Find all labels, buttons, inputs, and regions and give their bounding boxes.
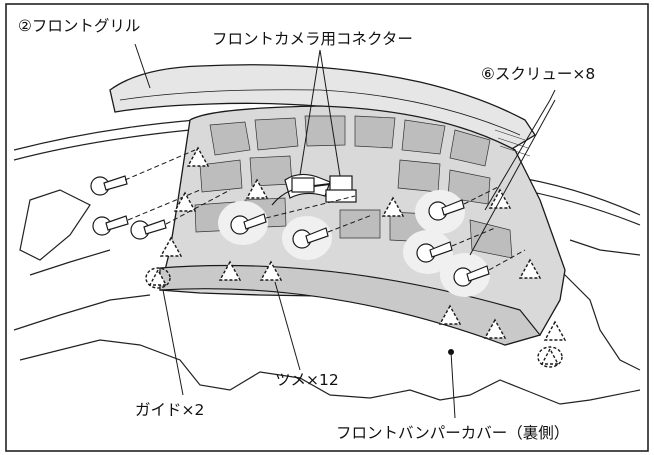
camera-connector-label: フロントカメラ用コネクター	[212, 30, 413, 48]
claw-triangle	[488, 188, 512, 209]
screw	[416, 241, 453, 263]
screw	[453, 265, 490, 287]
claw-triangle	[173, 191, 197, 212]
claw-triangle	[438, 304, 462, 325]
guide-marker	[537, 346, 563, 368]
guide-marker	[145, 267, 171, 289]
front-grille-label: ②フロントグリル	[18, 17, 140, 35]
claw-triangle	[159, 236, 183, 257]
screw	[428, 199, 465, 221]
claw-triangle	[518, 258, 542, 279]
screw	[90, 175, 128, 196]
front-grille	[109, 64, 536, 151]
claw-triangle	[259, 260, 283, 281]
screw	[292, 227, 329, 249]
screw	[230, 213, 267, 235]
claw-triangle	[483, 318, 507, 339]
claw-triangle	[543, 320, 567, 341]
claw-triangle	[186, 146, 210, 167]
screw	[92, 215, 129, 236]
claws-label: ツメ×12	[275, 371, 339, 389]
bumper-cover-label: フロントバンパーカバー（裏側）	[336, 423, 569, 442]
claw-triangle	[218, 260, 242, 281]
screws	[90, 149, 526, 297]
camera-connector	[271, 173, 357, 206]
claw-markers	[145, 146, 567, 368]
screw	[130, 219, 167, 240]
claw-triangle	[245, 178, 269, 199]
screws-label: ⑥スクリュー×8	[481, 65, 595, 83]
claw-triangle	[381, 196, 405, 217]
guides-label: ガイド×2	[135, 401, 204, 419]
leader-lines	[134, 43, 556, 419]
